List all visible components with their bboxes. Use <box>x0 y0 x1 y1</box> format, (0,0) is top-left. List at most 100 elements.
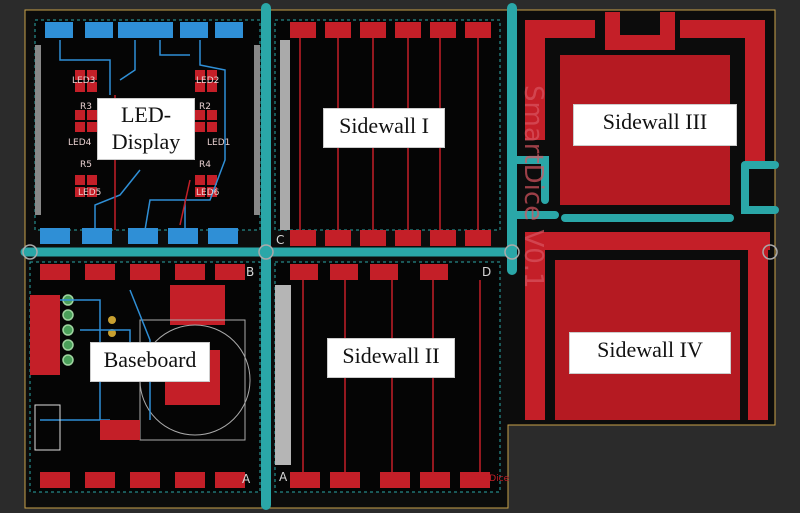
led-component-pad <box>75 70 85 80</box>
base-bottom-pad <box>85 472 115 488</box>
base-top-pad <box>85 264 115 280</box>
base-top-pad <box>175 264 205 280</box>
base-top-pad <box>40 264 70 280</box>
sw2-top-pad <box>330 264 358 280</box>
corner-marker: A <box>242 472 251 486</box>
sw1-bottom-pad <box>325 230 351 246</box>
led-top-pad <box>85 22 113 38</box>
base-top-pad <box>130 264 160 280</box>
led-component-pad <box>87 70 97 80</box>
led-component-pad <box>195 187 205 197</box>
silk-ref: LED4 <box>68 138 92 148</box>
led-component-pad <box>87 82 97 92</box>
led-component-pad <box>75 187 85 197</box>
sidewall-2-label: Sidewall II <box>327 338 455 378</box>
sidewall-3-label: Sidewall III <box>573 104 737 146</box>
led-component-pad <box>87 122 97 132</box>
fold-node <box>504 244 520 260</box>
silk-ref: LED6 <box>196 188 220 198</box>
sw1-top-pad <box>430 22 456 38</box>
sw1-top-pad <box>465 22 491 38</box>
base-via <box>62 324 74 336</box>
sw1-bottom-pad <box>360 230 386 246</box>
led-bottom-pad <box>208 228 238 244</box>
led-bottom-pad <box>82 228 112 244</box>
corner-marker: D <box>482 265 492 279</box>
corner-marker: B <box>246 265 255 279</box>
sw2-bottom-pad <box>290 472 320 488</box>
baseboard-label: Baseboard <box>90 342 210 382</box>
led-bottom-pad <box>168 228 198 244</box>
fold-lines <box>20 3 779 510</box>
fold-node <box>258 244 274 260</box>
led-component-pad <box>195 110 205 120</box>
sw2-bottom-pad <box>420 472 450 488</box>
fold-node <box>762 244 778 260</box>
led-component-pad <box>75 175 85 185</box>
led-component-pad <box>195 82 205 92</box>
base-via <box>108 329 116 337</box>
sw2-top-pad <box>420 264 448 280</box>
sw2-bottom-pad <box>460 472 490 488</box>
led-component-pad <box>75 110 85 120</box>
led-top-pad <box>118 22 146 38</box>
sw1-bottom-pad <box>395 230 421 246</box>
led-component-pad <box>207 110 217 120</box>
led-component-pad <box>207 122 217 132</box>
sw1-top-pad <box>395 22 421 38</box>
led-component-pad <box>75 122 85 132</box>
led-component-pad <box>207 187 217 197</box>
silk-ref: R4 <box>199 160 211 170</box>
led-component-pad <box>207 175 217 185</box>
sw1-top-pad <box>290 22 316 38</box>
led-component-pad <box>75 82 85 92</box>
sw1-bottom-pad <box>465 230 491 246</box>
sw2-bottom-pad <box>380 472 410 488</box>
sw1-bottom-pad <box>430 230 456 246</box>
led-component-pad <box>195 175 205 185</box>
sw1-top-pad <box>325 22 351 38</box>
led-component-pad <box>87 110 97 120</box>
led-component-pad <box>207 70 217 80</box>
sidewall-4-region <box>525 232 770 420</box>
silk-ref: R3 <box>80 102 92 112</box>
sw1-bottom-pad <box>290 230 316 246</box>
led-top-pad <box>215 22 243 38</box>
silk-ref: LED1 <box>207 138 231 148</box>
base-via <box>108 316 116 324</box>
led-top-pad <box>180 22 208 38</box>
smartdice-silk: SmartDice <box>462 474 510 484</box>
led-component-pad <box>195 70 205 80</box>
corner-marker: C <box>276 233 285 247</box>
base-top-pad <box>215 264 245 280</box>
led-component-pad <box>195 122 205 132</box>
led-bottom-pad <box>40 228 70 244</box>
sidewall-4-label: Sidewall IV <box>569 332 731 374</box>
led-component-pad <box>87 187 97 197</box>
led-top-pad <box>145 22 173 38</box>
silk-ref: LED2 <box>196 76 220 86</box>
base-via <box>62 354 74 366</box>
fold-node <box>22 244 38 260</box>
sidewall-1-label: Sidewall I <box>323 108 445 148</box>
led-top-pad <box>45 22 73 38</box>
sw2-top-pad <box>370 264 398 280</box>
led-component-pad <box>207 82 217 92</box>
led-component-pad <box>87 175 97 185</box>
sw1-top-pad <box>360 22 386 38</box>
led-bottom-pad <box>128 228 158 244</box>
silk-ref: LED3 <box>72 76 96 86</box>
sidewall-2-region <box>274 261 501 493</box>
silk-ref: R2 <box>199 102 211 112</box>
silk-ref: LED5 <box>78 188 102 198</box>
base-bottom-pad <box>40 472 70 488</box>
corner-marker: A <box>279 470 288 484</box>
base-bottom-pad <box>175 472 205 488</box>
sw3-watermark-text: SmartDice V0.1 <box>518 85 548 289</box>
base-via <box>62 339 74 351</box>
silk-ref: R5 <box>80 160 92 170</box>
sw2-bottom-pad <box>330 472 360 488</box>
base-via <box>62 309 74 321</box>
base-bottom-pad <box>215 472 245 488</box>
